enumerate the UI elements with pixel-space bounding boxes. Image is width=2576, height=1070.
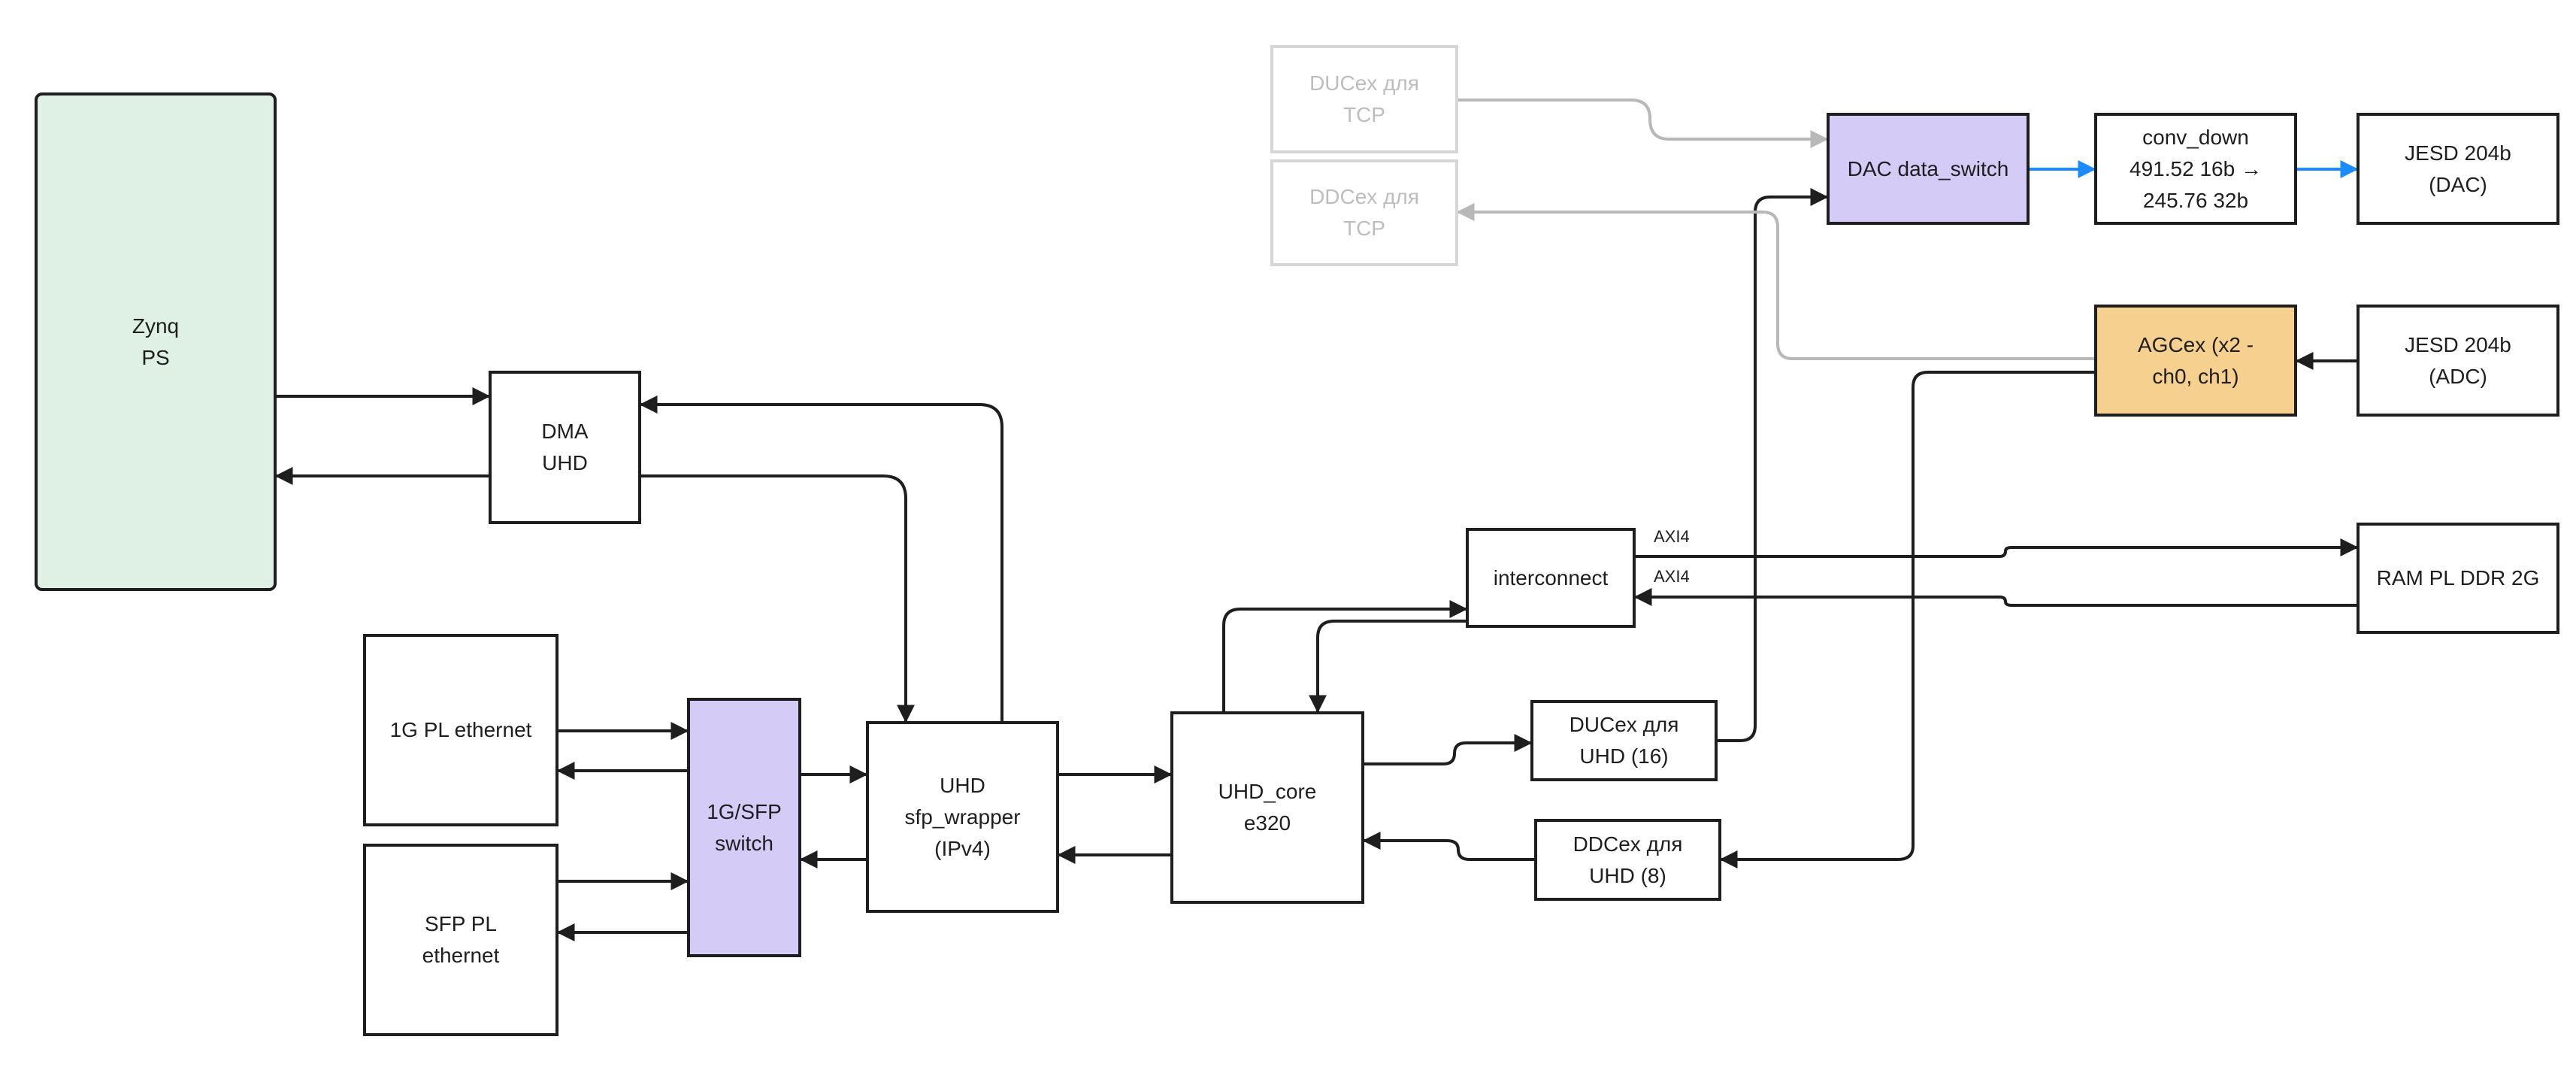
wrapper-to-dma-arrow <box>639 396 1003 721</box>
duc-uhd-to-dac-switch-arrow <box>1718 188 1829 742</box>
ram-pl-ddr-block: RAM PL DDR 2G <box>2357 523 2559 634</box>
interconnect-block: interconnect <box>1466 528 1636 628</box>
agc-to-ddc-tcp-arrow <box>1456 203 2094 360</box>
duc-uhd-block: DUCex для UHD (16) <box>1530 700 1718 781</box>
uhd-core-block: UHD_core e320 <box>1170 711 1364 904</box>
agc-block: AGCex (x2 - ch0, ch1) <box>2094 305 2297 417</box>
interconnect-to-core-arrow <box>1309 620 1466 714</box>
sfp-wrapper-block: UHD sfp_wrapper (IPv4) <box>866 721 1059 913</box>
pl-sfp-ethernet-block: SFP PL ethernet <box>363 844 558 1036</box>
dma-uhd-block: DMA UHD <box>489 371 641 524</box>
axi4-read-label: AXI4 <box>1654 567 1690 586</box>
ram-to-interconnect-arrow <box>1633 588 2357 607</box>
jesd-dac-block: JESD 204b (DAC) <box>2357 113 2559 225</box>
axi4-write-label: AXI4 <box>1654 527 1690 546</box>
agc-to-ddc-uhd-arrow <box>1719 371 2094 868</box>
conv-down-block: conv_down 491.52 16b → 245.76 32b <box>2094 113 2297 225</box>
pl-1g-ethernet-block: 1G PL ethernet <box>363 634 558 826</box>
sfp-switch-block: 1G/SFP switch <box>687 698 801 957</box>
ddc-tcp-block: DDCex для TCP <box>1270 159 1458 266</box>
duc-tcp-block: DUCex для TCP <box>1270 45 1458 153</box>
interconnect-to-ram-arrow <box>1636 538 2359 558</box>
dac-data-switch-block: DAC data_switch <box>1827 113 2030 225</box>
ddc-uhd-to-core-arrow <box>1362 832 1534 861</box>
zynq-ps-block: Zynq PS <box>35 92 277 591</box>
core-to-duc-uhd-arrow <box>1364 734 1533 765</box>
ddc-uhd-block: DDCex для UHD (8) <box>1534 819 1721 901</box>
duc-tcp-to-dac-switch-arrow <box>1458 99 1829 148</box>
core-to-interconnect-arrow <box>1222 600 1468 711</box>
jesd-adc-block: JESD 204b (ADC) <box>2357 305 2559 417</box>
dma-to-wrapper-arrow <box>641 474 915 723</box>
